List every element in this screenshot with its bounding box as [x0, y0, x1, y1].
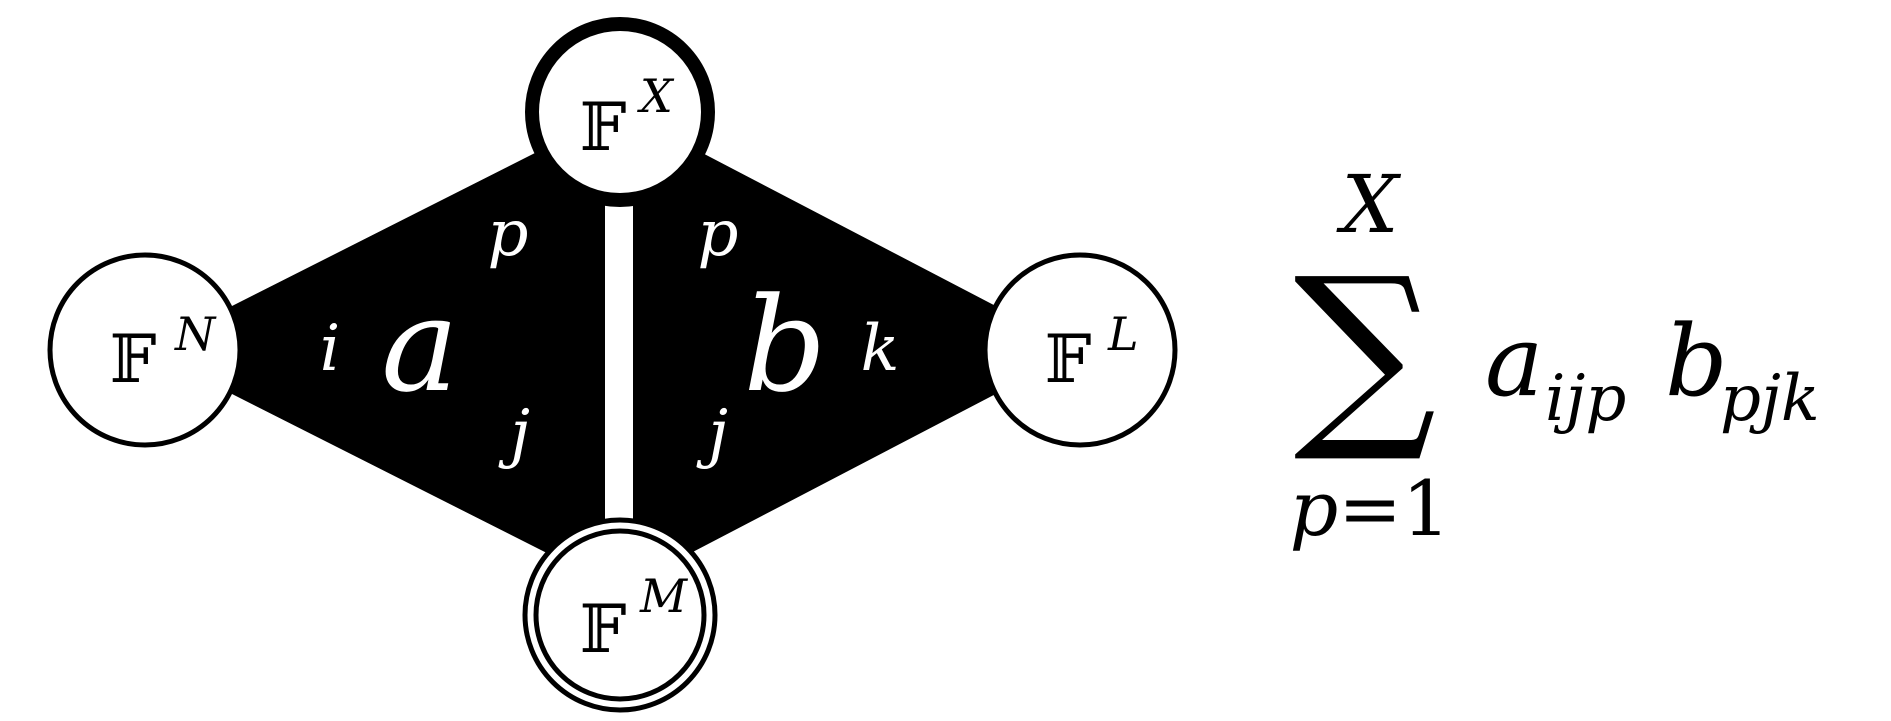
summation-formula: X ∑ p=1 a ijp b pjk	[1290, 158, 1820, 553]
node-bottom-sup: M	[639, 569, 689, 623]
node-top-sup: X	[637, 69, 675, 123]
tensor-b-shape	[620, 110, 1080, 590]
term2-base: b	[1665, 305, 1728, 419]
svg-text:𝔽: 𝔽	[580, 89, 627, 166]
sum-lower-eq: =	[1338, 464, 1402, 553]
svg-text:𝔽: 𝔽	[580, 591, 627, 668]
term1-base: a	[1485, 305, 1543, 419]
node-right-sup: L	[1107, 307, 1139, 361]
tensor-b-label: b	[743, 269, 826, 421]
contraction-edge	[605, 205, 633, 525]
node-top: 𝔽 X	[525, 17, 715, 207]
sum-symbol: ∑	[1294, 235, 1437, 468]
sum-lower-val: 1	[1402, 464, 1450, 553]
term1-sub: ijp	[1545, 362, 1626, 436]
tensor-a-shape	[145, 110, 620, 590]
tensor-b-index-right: k	[861, 312, 900, 386]
sum-upper-limit: X	[1336, 158, 1402, 251]
node-left: 𝔽 N	[47, 252, 243, 448]
sum-lower-var: p	[1290, 464, 1339, 553]
term2-sub: pjk	[1720, 362, 1820, 436]
node-top-symbol: 𝔽	[580, 89, 627, 166]
node-bottom-symbol: 𝔽	[580, 591, 627, 668]
tensor-a-index-left: i	[320, 312, 340, 386]
tensor-b-index-top: p	[698, 197, 739, 271]
node-right: 𝔽 L	[982, 252, 1178, 448]
tensor-a-label: a	[381, 269, 459, 421]
svg-text:p=1: p=1	[1290, 464, 1451, 553]
node-right-symbol: 𝔽	[1045, 321, 1092, 398]
tensor-a-index-top: p	[488, 197, 529, 271]
node-left-sup: N	[174, 307, 217, 361]
svg-text:𝔽: 𝔽	[1045, 321, 1092, 398]
node-left-symbol: 𝔽	[110, 321, 157, 398]
node-bottom: 𝔽 M	[522, 517, 718, 713]
svg-text:𝔽: 𝔽	[110, 321, 157, 398]
